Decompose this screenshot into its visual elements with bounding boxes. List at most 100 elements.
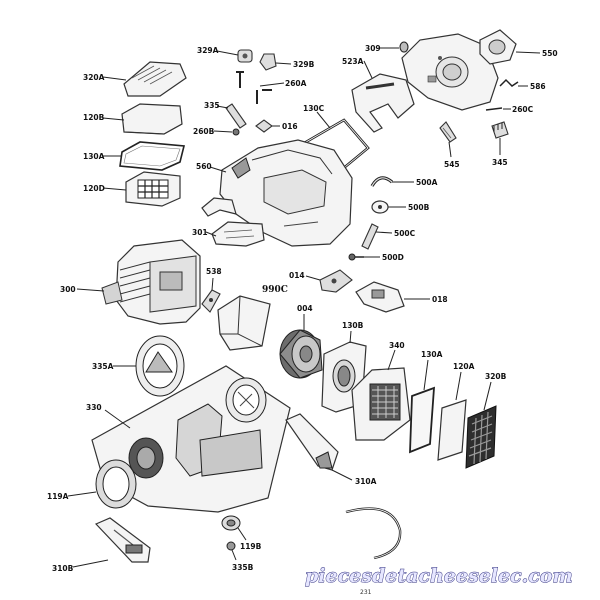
part-329A-clip xyxy=(237,49,253,63)
leader-260B xyxy=(213,130,233,133)
label-523A: 523A xyxy=(342,57,364,66)
leader-014 xyxy=(305,275,321,281)
part-320A-top-cover xyxy=(123,61,187,97)
part-538-bracket xyxy=(201,289,221,313)
leader-329A xyxy=(216,50,239,56)
label-560: 560 xyxy=(196,162,212,171)
part-500C-axle xyxy=(361,223,379,250)
label-990C: 990C xyxy=(262,285,288,295)
part-120D-grid-filter xyxy=(125,171,181,207)
part-301-bracket xyxy=(211,221,265,247)
part-345-bracket xyxy=(491,121,509,139)
part-flap xyxy=(201,197,237,217)
part-300-chassis xyxy=(101,239,201,325)
part-523A-handle xyxy=(351,73,415,133)
label-260A: 260A xyxy=(285,79,307,88)
label-130A-mid: 130A xyxy=(421,350,443,359)
label-120D: 120D xyxy=(83,184,105,193)
part-329B-clip xyxy=(259,53,277,71)
watermark-logo: piecesdetacheeselec.com xyxy=(305,565,573,587)
leader-120D xyxy=(102,187,127,191)
leader-335 xyxy=(216,105,229,109)
label-538: 538 xyxy=(206,267,222,276)
part-018-switch xyxy=(355,281,405,313)
part-500B-hub xyxy=(371,200,389,214)
part-335-lever xyxy=(225,103,247,129)
leader-119B xyxy=(237,527,247,541)
leader-335B xyxy=(231,549,237,561)
label-130C: 130C xyxy=(303,104,325,113)
leader-560 xyxy=(209,166,227,173)
label-301: 301 xyxy=(192,228,208,237)
label-018: 018 xyxy=(432,295,448,304)
label-120A: 120A xyxy=(453,362,475,371)
part-310A-side-panel xyxy=(285,413,339,471)
leader-330 xyxy=(104,409,131,429)
label-500B: 500B xyxy=(408,203,430,212)
leader-500C xyxy=(375,231,393,234)
label-260C: 260C xyxy=(512,105,534,114)
part-310B-handle-trim xyxy=(94,517,151,563)
part-120A-filter-pad xyxy=(437,399,467,461)
part-320B-grid-cover xyxy=(465,405,497,469)
part-119A-wheel xyxy=(95,459,137,509)
part-260C-screw xyxy=(485,107,503,111)
page-number: 231 xyxy=(360,589,372,596)
part-335A-round-cover xyxy=(135,335,185,397)
label-300: 300 xyxy=(60,285,76,294)
leader-130B xyxy=(349,330,352,344)
part-330-main-body xyxy=(91,365,291,513)
label-260B: 260B xyxy=(193,127,215,136)
leader-130C xyxy=(316,111,331,129)
leader-260A xyxy=(259,82,285,87)
label-016: 016 xyxy=(282,122,298,131)
label-309: 309 xyxy=(365,44,381,53)
leader-300 xyxy=(76,288,105,292)
label-320A-top: 320A xyxy=(83,73,105,82)
part-cable-loop xyxy=(345,507,402,560)
part-500A-hook xyxy=(370,176,394,187)
part-260A-screws xyxy=(236,71,272,104)
label-335B: 335B xyxy=(232,563,254,572)
part-260B-screw xyxy=(232,128,240,136)
leader-310B xyxy=(72,559,109,568)
label-320B: 320B xyxy=(485,372,507,381)
label-335A: 335A xyxy=(92,362,114,371)
part-309-button xyxy=(399,41,409,53)
leader-130A-mid xyxy=(423,359,429,391)
part-550-filter-cover xyxy=(479,29,517,65)
label-330: 330 xyxy=(86,403,102,412)
leader-340 xyxy=(387,349,396,371)
label-130A-top: 130A xyxy=(83,152,105,161)
leader-329B xyxy=(275,62,292,65)
part-335B-screw xyxy=(226,541,236,551)
leader-119A xyxy=(67,491,97,497)
label-014: 014 xyxy=(289,271,305,280)
label-500C: 500C xyxy=(394,229,416,238)
part-top-lid xyxy=(401,33,499,111)
part-500D-pin xyxy=(348,253,364,261)
leader-523A xyxy=(363,60,373,79)
label-340: 340 xyxy=(389,341,405,350)
label-500D: 500D xyxy=(382,253,404,262)
label-119A: 119A xyxy=(47,492,69,501)
leader-538 xyxy=(211,277,214,291)
leader-301 xyxy=(205,231,217,237)
part-119B-small-wheel xyxy=(221,515,241,531)
leader-320A-top xyxy=(102,76,127,81)
leader-120B xyxy=(102,117,125,121)
leader-320B xyxy=(483,381,492,411)
label-120B: 120B xyxy=(83,113,105,122)
leader-550 xyxy=(515,51,541,54)
part-586-spring xyxy=(499,78,519,87)
label-310B: 310B xyxy=(52,564,74,573)
part-545-clip xyxy=(439,121,457,143)
label-004: 004 xyxy=(297,304,313,313)
label-329B: 329B xyxy=(293,60,315,69)
part-014-clip xyxy=(319,269,353,293)
leader-120A xyxy=(455,371,462,401)
label-550: 550 xyxy=(542,49,558,58)
label-130B: 130B xyxy=(342,321,364,330)
label-545: 545 xyxy=(444,160,460,169)
